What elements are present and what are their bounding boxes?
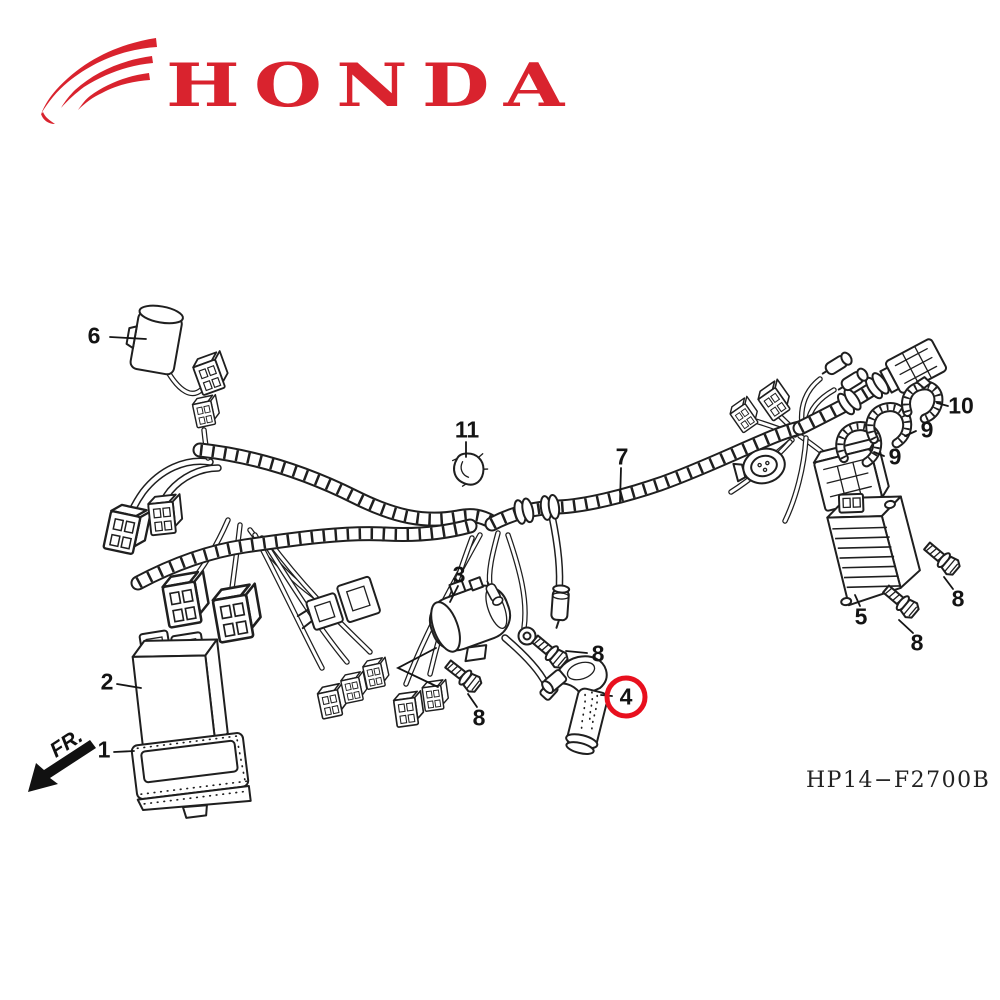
honda-wing-icon [41,38,157,124]
callout-leaders [109,336,954,753]
callout-9[interactable]: 9 [920,416,934,443]
callout-3[interactable]: 3 [452,561,466,588]
front-direction-arrow [28,740,96,792]
diagram-code: HP14−F2700B [806,768,991,793]
callout-5[interactable]: 5 [854,603,868,630]
callout-1[interactable]: 1 [97,736,111,763]
callout-8[interactable]: 8 [591,640,605,667]
callout-8[interactable]: 8 [910,629,924,656]
callout-8[interactable]: 8 [472,704,486,731]
callout-10[interactable]: 10 [948,392,974,419]
callout-11[interactable]: 11 [454,416,480,443]
spark-plug-cap [541,655,609,755]
brand-wordmark: HONDA [166,51,579,121]
mount-bolt [441,655,485,696]
cdi-unit [131,629,229,750]
regulator-rectifier [826,492,921,607]
grommet [446,446,492,492]
callout-8[interactable]: 8 [951,585,965,612]
ignition-coil [395,576,571,701]
callout-4-highlighted[interactable]: 4 [604,675,648,719]
callout-4-number: 4 [619,683,633,710]
tray [130,732,252,819]
callout-7[interactable]: 7 [615,443,629,470]
callout-6[interactable]: 6 [87,322,101,349]
callout-2[interactable]: 2 [100,668,114,695]
harness-connectors-left [102,493,451,729]
harness-ring [538,493,562,522]
callout-9[interactable]: 9 [888,443,902,470]
mount-bolt [920,538,963,579]
condenser [125,304,233,429]
